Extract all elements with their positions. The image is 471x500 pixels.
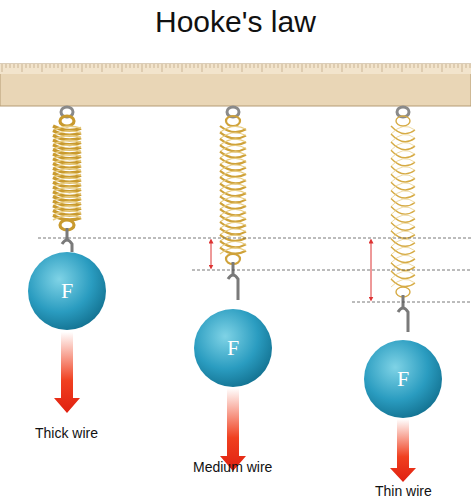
force-arrows	[54, 332, 416, 482]
wire-label: Thick wire	[35, 425, 98, 441]
wire-label: Medium wire	[193, 459, 272, 475]
title: Hooke's law	[155, 5, 316, 39]
force-label: F	[397, 366, 409, 392]
ceiling-bar	[0, 64, 471, 106]
ceiling-top	[0, 64, 471, 74]
ruler-ticks	[2, 64, 470, 72]
force-label: F	[61, 278, 73, 304]
weight-ball: F	[193, 308, 273, 388]
weight-ball: F	[363, 339, 443, 419]
weight-ball: F	[27, 251, 107, 331]
force-label: F	[227, 335, 239, 361]
wire-label: Thin wire	[375, 483, 432, 499]
extension-markers	[211, 241, 371, 299]
